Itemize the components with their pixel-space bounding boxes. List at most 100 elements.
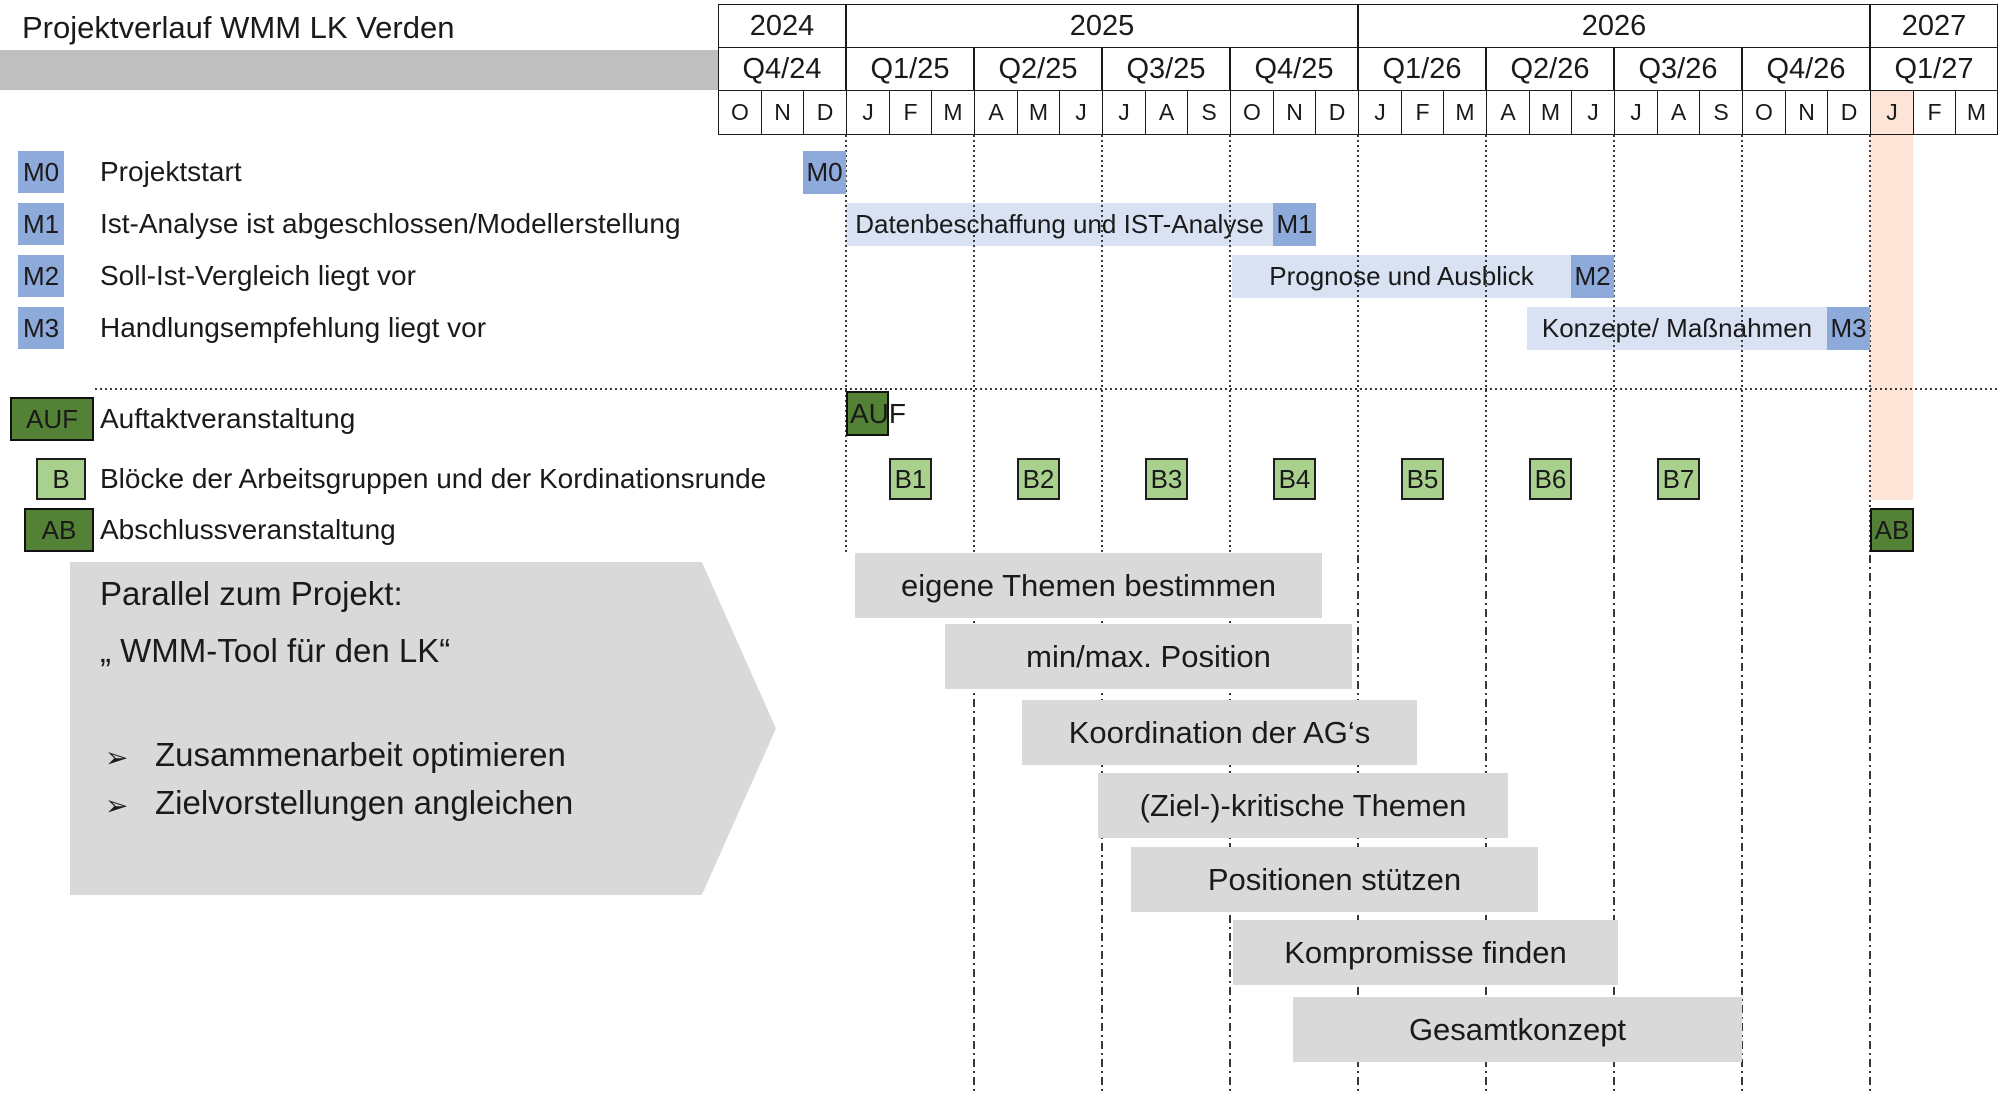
gantt-bar-ist-analyse: Datenbeschaffung und IST-Analyse (846, 203, 1316, 246)
quarter-guideline (1869, 135, 1871, 555)
phase-bar-3: Koordination der AG‘s (1022, 700, 1417, 765)
row-label-m0: Projektstart (100, 156, 242, 187)
phase-bar-5: Positionen stützen (1131, 847, 1538, 912)
row-label-m2: Soll-Ist-Vergleich liegt vor (100, 260, 416, 291)
quarter-cell: Q1/25 (846, 47, 974, 91)
legend-badge-ab: AB (24, 508, 94, 552)
quarter-guideline (1357, 135, 1359, 555)
month-cell: O (1742, 90, 1786, 135)
gantt-block-b4: B4 (1273, 458, 1316, 500)
gantt-bar-label: Konzepte/ Maßnahmen (1541, 313, 1813, 343)
gantt-milestone-m0: M0 (803, 151, 846, 194)
month-cell: A (974, 90, 1018, 135)
month-cell: J (1102, 90, 1146, 135)
month-cell: J (1059, 90, 1103, 135)
month-cell: J (846, 90, 890, 135)
highlight-column-jan27 (1870, 135, 1913, 500)
year-cell: 2027 (1870, 4, 1998, 48)
gantt-bar-prognose: Prognose und Ausblick (1232, 255, 1614, 298)
month-cell: S (1187, 90, 1231, 135)
month-cell: J (1571, 90, 1615, 135)
gantt-block-b5: B5 (1401, 458, 1444, 500)
phase-bar-2: min/max. Position (945, 624, 1352, 689)
month-cell: O (1230, 90, 1274, 135)
quarter-cell: Q2/26 (1486, 47, 1614, 91)
quarter-guideline (1101, 135, 1103, 555)
gantt-block-b1: B1 (889, 458, 932, 500)
month-cell: A (1486, 90, 1530, 135)
gantt-block-b7: B7 (1657, 458, 1700, 500)
quarter-guideline-lower (1869, 555, 1871, 1093)
page-title: Projektverlauf WMM LK Verden (22, 10, 455, 45)
phase-bar-4: (Ziel-)-kritische Themen (1098, 773, 1508, 838)
row-label-m1: Ist-Analyse ist abgeschlossen/Modellerst… (100, 208, 681, 239)
month-cell: A (1657, 90, 1700, 135)
legend-badge-m1: M1 (18, 203, 64, 245)
legend-badge-b: B (36, 458, 86, 500)
year-cell: 2026 (1358, 4, 1870, 48)
row-label-b: Blöcke der Arbeitsgruppen und der Kordin… (100, 463, 767, 494)
quarter-guideline-lower (1741, 555, 1743, 1093)
header-gray-band (0, 50, 718, 90)
quarter-guideline (1741, 135, 1743, 555)
quarter-guideline-lower (973, 555, 975, 1093)
quarter-cell: Q3/25 (1102, 47, 1230, 91)
gantt-event-ab: AB (1870, 508, 1914, 552)
quarter-cell: Q4/26 (1742, 47, 1870, 91)
quarter-cell: Q4/24 (718, 47, 846, 91)
bullet-arrow-icon: ➢ (105, 742, 129, 773)
side-note-line1: Parallel zum Projekt: (100, 575, 403, 612)
quarter-cell: Q2/25 (974, 47, 1102, 91)
month-cell: A (1145, 90, 1188, 135)
quarter-guideline (1229, 135, 1231, 555)
gantt-block-b3: B3 (1145, 458, 1188, 500)
month-cell-highlighted: J (1870, 90, 1914, 135)
quarter-cell: Q1/27 (1870, 47, 1998, 91)
month-cell: M (1443, 90, 1487, 135)
gantt-bar-label: Datenbeschaffung und IST-Analyse (855, 209, 1264, 239)
month-cell: S (1699, 90, 1743, 135)
month-cell: D (803, 90, 847, 135)
month-cell: N (1273, 90, 1316, 135)
gantt-block-b2: B2 (1017, 458, 1060, 500)
quarter-guideline (1613, 135, 1615, 555)
quarter-guideline-lower (1613, 555, 1615, 1093)
quarter-cell: Q3/26 (1614, 47, 1742, 91)
phase-bar-7: Gesamtkonzept (1293, 997, 1742, 1062)
gantt-bar-label: Prognose und Ausblick (1269, 261, 1534, 291)
month-cell: N (1785, 90, 1828, 135)
gantt-milestone-m2: M2 (1571, 255, 1614, 298)
gantt-block-b6: B6 (1529, 458, 1572, 500)
month-cell: D (1315, 90, 1359, 135)
phase-bar-1: eigene Themen bestimmen (855, 553, 1322, 618)
side-note-line2: „ WMM-Tool für den LK“ (100, 632, 451, 669)
month-cell: M (1017, 90, 1060, 135)
gantt-bar-konzepte: Konzepte/ Maßnahmen (1527, 307, 1870, 350)
month-cell: N (761, 90, 804, 135)
side-note-arrow (70, 562, 776, 895)
month-cell: F (889, 90, 932, 135)
row-label-ab: Abschlussveranstaltung (100, 514, 396, 545)
legend-badge-m0: M0 (18, 151, 64, 193)
month-cell: F (1913, 90, 1956, 135)
month-cell: D (1827, 90, 1871, 135)
quarter-guideline (845, 135, 847, 555)
bullet-arrow-icon: ➢ (105, 790, 129, 821)
gantt-milestone-m1: M1 (1273, 203, 1316, 246)
side-note-bullet-1: Zusammenarbeit optimieren (155, 736, 566, 773)
month-cell: O (718, 90, 762, 135)
gantt-event-auf: AUF (846, 391, 906, 436)
phase-bar-6: Kompromisse finden (1233, 920, 1618, 985)
side-note-bullet-2: Zielvorstellungen angleichen (155, 784, 574, 821)
legend-badge-m2: M2 (18, 255, 64, 297)
year-cell: 2024 (718, 4, 846, 48)
month-cell: F (1401, 90, 1444, 135)
month-cell: J (1358, 90, 1402, 135)
year-cell: 2025 (846, 4, 1358, 48)
row-label-auf: Auftaktveranstaltung (100, 403, 356, 434)
quarter-cell: Q4/25 (1230, 47, 1358, 91)
legend-badge-m3: M3 (18, 307, 64, 349)
gantt-milestone-m3: M3 (1827, 307, 1870, 350)
month-cell: M (1955, 90, 1998, 135)
